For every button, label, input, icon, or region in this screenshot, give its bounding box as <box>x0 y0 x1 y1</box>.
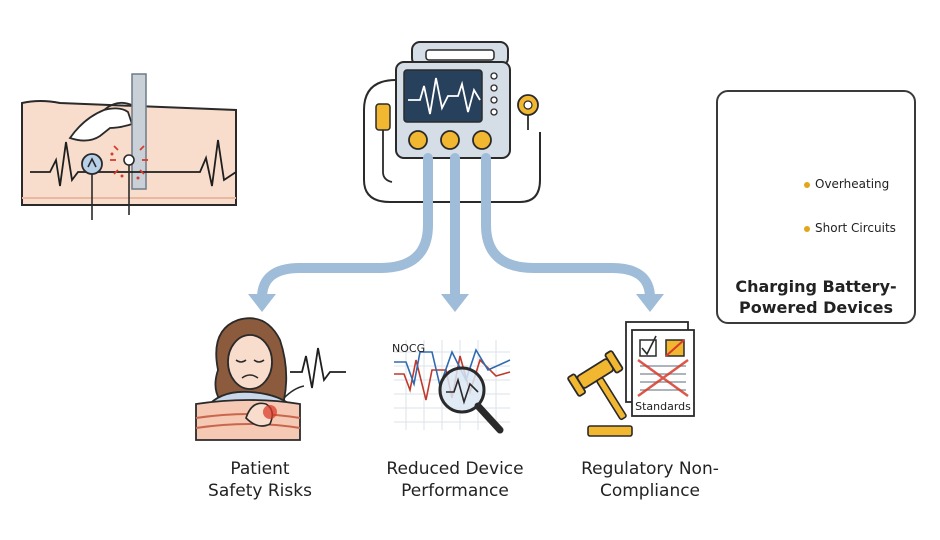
ecg-trace-patient <box>290 347 346 389</box>
regulatory-illustration <box>567 321 695 437</box>
standards-label: Standards <box>635 400 691 413</box>
impact-line1: Patient <box>230 459 290 479</box>
impact-line1: Reduced Device <box>386 459 524 479</box>
bullet-dot <box>804 225 810 232</box>
arrowheads <box>248 294 664 312</box>
bullet-short-circuits: Short Circuits <box>804 221 896 235</box>
bullet-text: Short Circuits <box>815 221 896 235</box>
impact-line2: Compliance <box>599 481 701 501</box>
impact-line2: Safety Risks <box>208 481 312 501</box>
skin-probe-illustration <box>21 73 237 220</box>
side-title-line1: Charging Battery- <box>735 277 897 296</box>
impact-line1: Regulatory Non- <box>581 459 719 479</box>
impact-label-patient: Patient Safety Risks <box>180 458 340 502</box>
bullet-overheating: Overheating <box>804 177 889 191</box>
impact-label-performance: Reduced Device Performance <box>365 458 545 502</box>
impact-line2: Performance <box>401 481 509 501</box>
impact-label-compliance: Regulatory Non- Compliance <box>560 458 740 502</box>
bullet-text: Overheating <box>815 177 890 191</box>
patient-illustration <box>195 317 346 441</box>
bullet-dot <box>804 181 810 188</box>
side-title-line2: Powered Devices <box>738 298 894 317</box>
charging-devices-card: Charging Battery- Powered Devices <box>716 90 916 324</box>
performance-chart-illustration <box>394 340 511 434</box>
flow-arrows <box>257 153 655 303</box>
performance-chart-label: NOCG <box>392 342 425 355</box>
arrow-to-compliance <box>481 153 655 303</box>
medical-monitor-device <box>363 41 541 203</box>
ecg-trace-left <box>30 139 237 187</box>
charging-devices-title: Charging Battery- Powered Devices <box>718 276 914 318</box>
arrow-to-patient <box>257 153 433 303</box>
